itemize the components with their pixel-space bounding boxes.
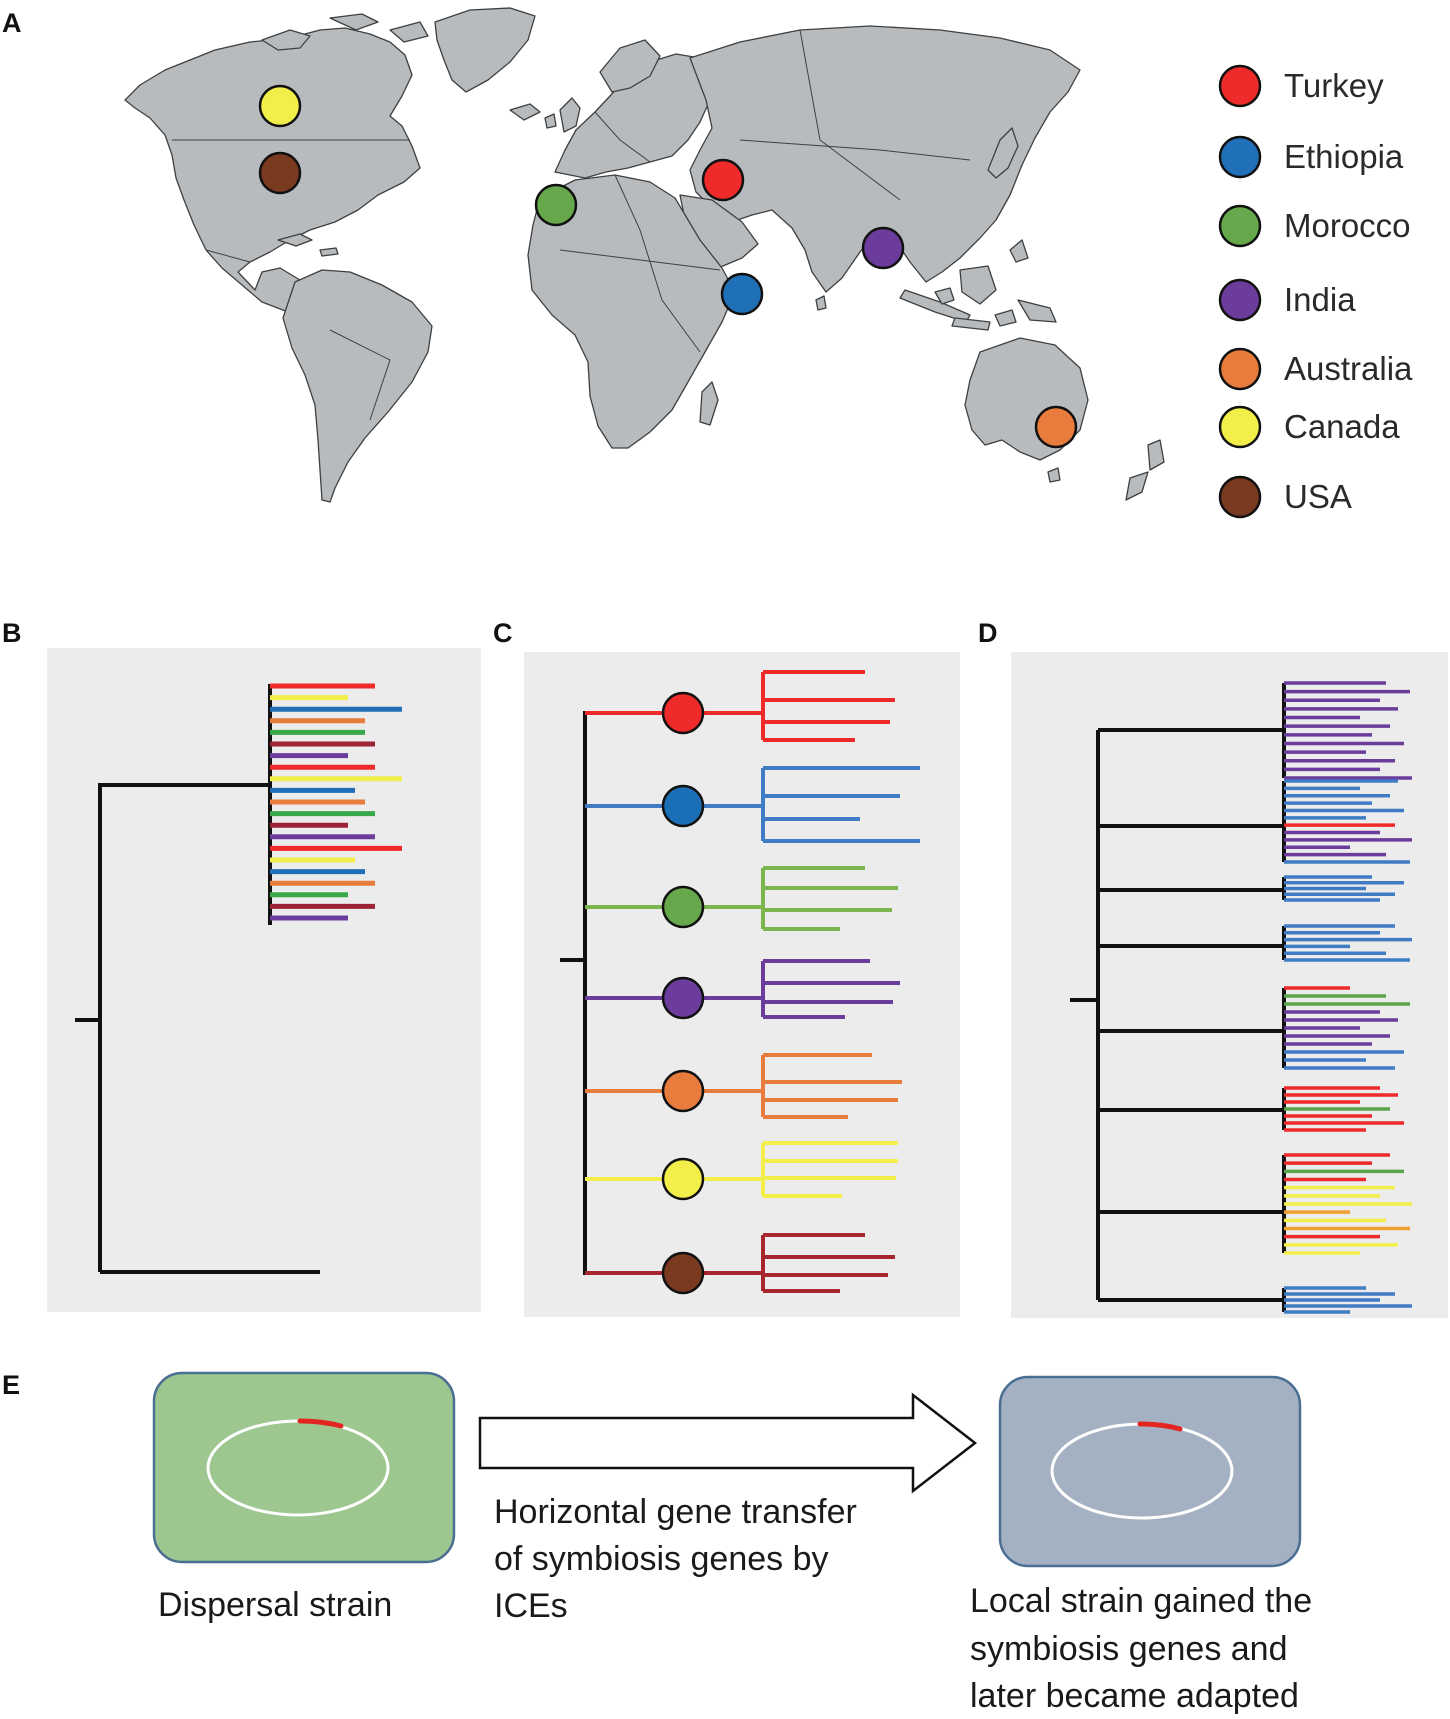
marker-australia bbox=[1034, 405, 1078, 449]
greenland bbox=[434, 7, 536, 93]
panel-label-d: D bbox=[978, 618, 998, 648]
marker-turkey bbox=[701, 158, 745, 202]
node-ethiopia bbox=[661, 784, 705, 828]
dispersal-caption: Dispersal strain bbox=[158, 1586, 392, 1624]
panel-label-c: C bbox=[493, 618, 513, 648]
legend-swatch bbox=[1218, 405, 1262, 449]
africa bbox=[527, 174, 736, 449]
legend-label: Morocco bbox=[1284, 207, 1411, 244]
legend-swatch bbox=[1218, 135, 1262, 179]
panel-label-b: B bbox=[2, 618, 22, 648]
legend-swatch bbox=[1218, 278, 1262, 322]
legend-label: Australia bbox=[1284, 350, 1413, 387]
dispersal-cell bbox=[152, 1371, 456, 1564]
legend-label: USA bbox=[1284, 478, 1352, 515]
legend-swatch bbox=[1218, 475, 1262, 519]
marker-ethiopia bbox=[720, 272, 764, 316]
node-australia bbox=[661, 1069, 705, 1113]
legend-label: Turkey bbox=[1284, 67, 1384, 104]
node-india bbox=[661, 976, 705, 1020]
local-caption-line-1: Local strain gained the bbox=[970, 1582, 1312, 1620]
legend-swatch bbox=[1218, 347, 1262, 391]
legend-label: Canada bbox=[1284, 408, 1400, 445]
transfer-caption-line-2: of symbiosis genes by bbox=[494, 1540, 829, 1578]
marker-morocco bbox=[534, 183, 578, 227]
dispersal-symbiosis-genes bbox=[297, 1418, 344, 1429]
panel-d-tree bbox=[1070, 681, 1412, 1314]
local-caption-line-3: later became adapted bbox=[970, 1677, 1299, 1715]
transfer-caption-line-1: Horizontal gene transfer bbox=[494, 1493, 857, 1531]
transfer-caption-line-3: ICEs bbox=[494, 1587, 568, 1625]
marker-india bbox=[861, 226, 905, 270]
map-legend: TurkeyEthiopiaMoroccoIndiaAustraliaCanad… bbox=[1218, 64, 1413, 519]
local-symbiosis-genes bbox=[1137, 1421, 1183, 1432]
world-map bbox=[124, 7, 1165, 503]
local-cell bbox=[998, 1375, 1302, 1568]
panel-label-a: A bbox=[2, 8, 22, 38]
map-borders bbox=[172, 29, 971, 421]
node-usa bbox=[661, 1251, 705, 1295]
panel-d-background bbox=[1011, 652, 1448, 1318]
south-america bbox=[282, 269, 433, 503]
legend-swatch bbox=[1218, 204, 1262, 248]
panel-b-tree bbox=[75, 683, 402, 1274]
node-canada bbox=[661, 1157, 705, 1201]
marker-canada bbox=[258, 84, 302, 128]
node-morocco bbox=[661, 885, 705, 929]
node-turkey bbox=[661, 691, 705, 735]
legend-swatch bbox=[1218, 64, 1262, 108]
local-caption-line-2: symbiosis genes and bbox=[970, 1630, 1288, 1668]
panel-label-e: E bbox=[2, 1370, 20, 1400]
panel-b-background bbox=[47, 648, 481, 1312]
transfer-arrow bbox=[478, 1392, 978, 1494]
map-markers bbox=[258, 84, 1078, 449]
panel-c-tree bbox=[560, 670, 920, 1295]
legend-label: India bbox=[1284, 281, 1356, 318]
marker-usa bbox=[258, 151, 302, 195]
legend-label: Ethiopia bbox=[1284, 138, 1404, 175]
